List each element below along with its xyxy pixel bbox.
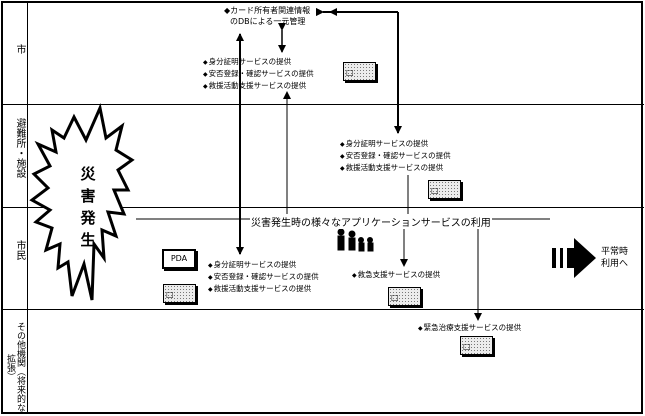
city-terminal-box: □ <box>343 62 376 81</box>
city-service-list: 身分証明サービスの提供 安否登録・確認サービスの提供 救援活動支援サービスの提供 <box>203 56 314 92</box>
family-icon <box>337 228 374 252</box>
city-service-id: 身分証明サービスの提供 <box>203 56 314 68</box>
normal-use-line2: 利用へ <box>601 259 629 269</box>
shelter-service-safety: 安否登録・確認サービスの提供 <box>340 150 451 162</box>
lane-divider-city <box>1 104 644 105</box>
disaster-label: 災害発生 <box>80 165 96 249</box>
app-usage-label: 災害発生時の様々なアプリケーションサービスの利用 <box>250 214 492 229</box>
city-service-safety: 安否登録・確認サービスの提供 <box>203 68 314 80</box>
citizen-service-id: 身分証明サービスの提供 <box>208 259 319 271</box>
rescue-terminal-box: □ <box>388 287 421 306</box>
citizen-service-safety: 安否登録・確認サービスの提供 <box>208 271 319 283</box>
lane-label-shelter: 避難所・施設 <box>14 118 25 178</box>
shelter-service-rescue: 救援活動支援サービスの提供 <box>340 162 451 174</box>
shelter-service-list: 身分証明サービスの提供 安否登録・確認サービスの提供 救援活動支援サービスの提供 <box>340 138 451 174</box>
shelter-terminal-box: □ <box>428 180 461 199</box>
citizen-card-box: □ <box>163 284 196 303</box>
shelter-service-id: 身分証明サービスの提供 <box>340 138 451 150</box>
lane-label-other: その他機関（将来的な拡張） <box>5 322 25 412</box>
citizen-service-list: 身分証明サービスの提供 安否登録・確認サービスの提供 救援活動支援サービスの提供 <box>208 259 319 295</box>
city-service-rescue: 救援活動支援サービスの提供 <box>203 80 314 92</box>
medical-terminal-box: □ <box>460 336 493 355</box>
citizen-service-rescue: 救援活動支援サービスの提供 <box>208 283 319 295</box>
lane-divider-citizen <box>1 309 644 310</box>
db-label-line1: ◆カード所有者関連情報 <box>224 6 311 15</box>
lane-label-citizen: 市民 <box>14 240 25 260</box>
lane-label-city: 市 <box>14 44 25 54</box>
disaster-burst-shape <box>29 103 135 301</box>
medical-service-label: 緊急治療支援サービスの提供 <box>418 322 522 334</box>
db-label-line2: のDBによる一元管理 <box>230 17 306 26</box>
normal-use-label: 平常時 利用へ <box>601 246 628 270</box>
medical-service: 緊急治療支援サービスの提供 <box>418 322 522 334</box>
normal-use-line1: 平常時 <box>601 247 629 257</box>
rescue-service-label: 救急支援サービスの提供 <box>352 269 441 281</box>
rescue-service: 救急支援サービスの提供 <box>352 269 441 281</box>
lane-divider-shelter <box>1 207 644 208</box>
pda-device: PDA <box>162 249 196 269</box>
